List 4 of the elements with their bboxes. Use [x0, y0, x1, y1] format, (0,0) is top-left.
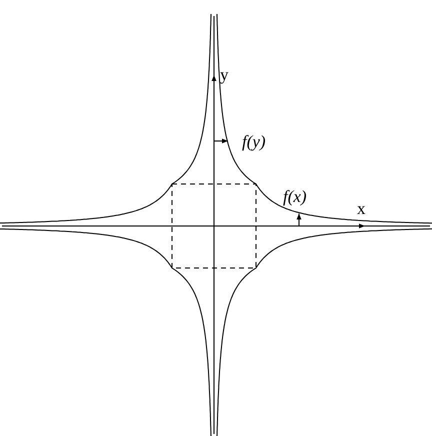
- axis-label: y: [220, 66, 228, 83]
- function-label: f(x): [283, 188, 307, 205]
- axis-label: x: [357, 200, 366, 217]
- function-label: f(y): [242, 133, 266, 150]
